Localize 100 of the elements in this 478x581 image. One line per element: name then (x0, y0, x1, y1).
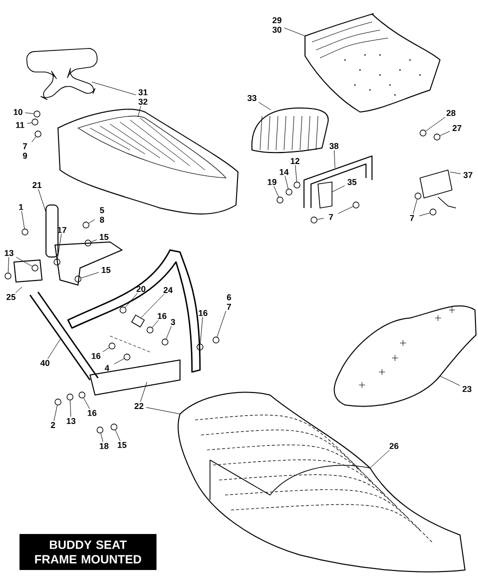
hardware-part (124, 354, 130, 360)
leader-line (26, 122, 32, 124)
hardware-part (74, 276, 82, 282)
leader-line (140, 294, 164, 318)
leader-line (370, 450, 390, 468)
callout-number: 15 (102, 267, 110, 273)
leader-line (412, 199, 418, 214)
callout-number: 38 (329, 143, 338, 150)
leader-line (24, 112, 34, 114)
callout-number: 21 (32, 182, 42, 188)
callout-number: 16 (158, 313, 166, 319)
title-box: BUDDY SEAT FRAME MOUNTED (20, 534, 156, 570)
callout-number: 10 (14, 109, 22, 115)
leader-line (338, 206, 354, 214)
leader-line (21, 210, 25, 229)
callout-number: 13 (4, 250, 14, 256)
hardware-part (162, 338, 168, 346)
callout-number: 16 (198, 310, 208, 316)
hardware-part (110, 424, 118, 430)
leader-line (83, 398, 90, 410)
callout-number: 16 (88, 410, 96, 416)
leader-line (418, 212, 430, 216)
leader-line (70, 400, 72, 418)
leader-line (332, 185, 346, 192)
hardware-part (108, 342, 116, 350)
leader-line (274, 186, 279, 198)
leader-line (15, 286, 22, 294)
leader-line (92, 82, 136, 96)
callout-number: 5 8 (100, 207, 104, 223)
hardware-part (212, 336, 220, 344)
callout-number: 18 (100, 443, 108, 449)
callout-number: 37 (463, 172, 472, 178)
leader-line (425, 116, 446, 132)
leader-line (258, 102, 272, 110)
callout-number: 15 (118, 442, 126, 448)
hardware-part (434, 134, 440, 140)
hardware-part (32, 118, 38, 126)
callout-number: 3 (170, 319, 176, 326)
hardware-part (96, 426, 104, 434)
leader-line (88, 219, 96, 224)
leader-line (334, 150, 336, 168)
callout-number: 26 (390, 443, 398, 449)
callout-number: 22 (134, 403, 144, 409)
hardware-part (352, 202, 360, 208)
callout-number: 2 (50, 422, 56, 428)
leader-line (16, 256, 32, 267)
callout-number: 19 (268, 179, 276, 185)
leader-line (216, 310, 226, 338)
hardware-part (78, 392, 86, 398)
leader-line (90, 239, 98, 242)
leader-line (284, 28, 306, 36)
callout-number: 29 30 (272, 17, 282, 33)
leader-line (102, 348, 110, 352)
leader-line (54, 405, 58, 422)
hardware-part (196, 344, 204, 350)
callout-number: 13 (66, 418, 76, 424)
hardware-part (54, 258, 60, 266)
leader-line (124, 292, 138, 308)
leader-line (450, 172, 462, 174)
leader-line (32, 136, 36, 142)
hardware-part (82, 222, 90, 228)
callout-number: 7 (329, 214, 333, 220)
hardware-part (294, 182, 300, 188)
leader-line (100, 433, 104, 442)
hardware-part (310, 216, 318, 224)
hardware-part (22, 228, 28, 236)
hardware-part (32, 264, 38, 272)
leader-line (8, 256, 10, 273)
callout-number: 28 (446, 110, 456, 116)
leader-line (57, 234, 62, 259)
callout-number: 23 (462, 386, 472, 392)
hardware-part (54, 398, 62, 406)
hardware-part (146, 326, 154, 334)
hardware-part (4, 272, 12, 280)
callout-number: 33 (247, 95, 256, 102)
callout-number: 20 (136, 286, 146, 292)
leader-line (38, 188, 46, 212)
leader-line (317, 218, 324, 220)
hardware-part (276, 196, 284, 204)
leader-line (146, 407, 180, 414)
callout-number: 31 32 (138, 89, 148, 105)
leader-line (47, 338, 62, 360)
callout-number: 40 (40, 360, 50, 366)
callout-number: 15 (100, 234, 108, 240)
hardware-part (66, 394, 74, 400)
callout-number: 7 9 (22, 143, 28, 159)
leader-line (200, 316, 203, 344)
callout-number: 1 (19, 204, 24, 210)
leader-line (114, 358, 124, 364)
callout-number: 6 7 (226, 294, 232, 310)
callout-number: 35 (347, 179, 356, 186)
leader-line (140, 382, 148, 402)
hardware-part (120, 306, 126, 314)
leader-line (284, 176, 288, 189)
callout-number: 4 (104, 365, 110, 371)
plate-bar (46, 204, 58, 258)
leader-line (295, 164, 297, 182)
leader-line (152, 320, 159, 328)
callout-number: 16 (92, 353, 100, 359)
hardware-part (286, 188, 292, 196)
